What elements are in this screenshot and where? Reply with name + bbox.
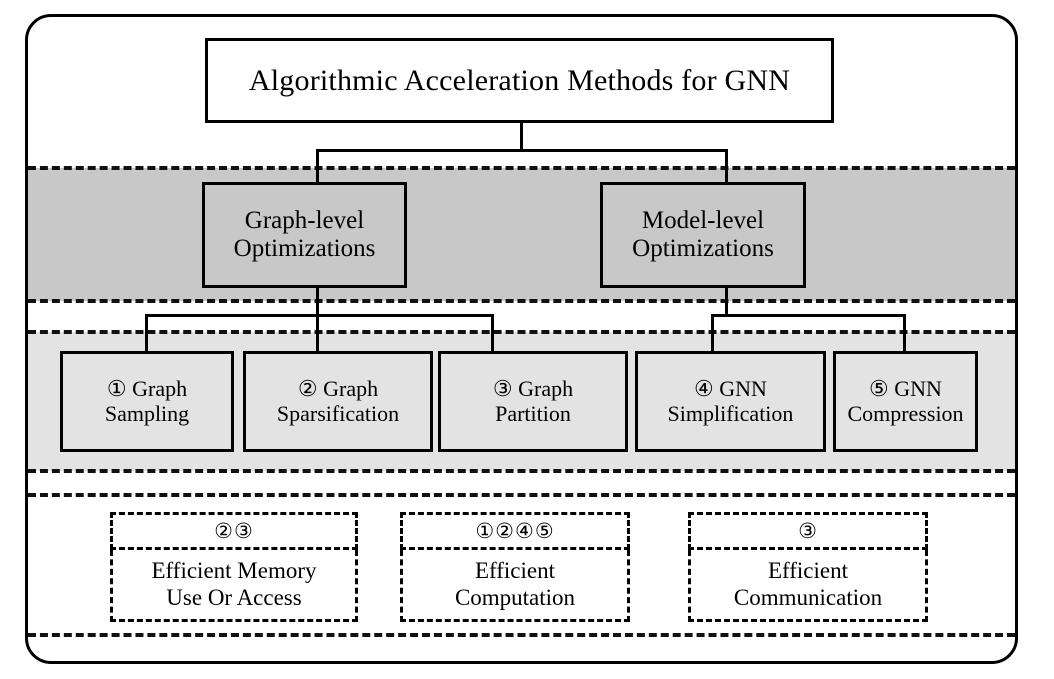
outcome-memory-markers: ②③ [110,512,358,550]
node-graph-sampling[interactable]: ① Graph Sampling [60,351,234,452]
node-gnn-simplification[interactable]: ④ GNN Simplification [635,351,826,452]
connector-modellevel-down [725,287,728,316]
separator-outcomes-bottom [28,633,1015,637]
connector-root-trunk [520,123,523,151]
outcome-efficient-memory-use-or-access[interactable]: ②③ Efficient Memory Use Or Access [110,512,358,622]
node-graph-partition-label: ③ Graph Partition [492,375,574,426]
node-graph-sparsification-label: ② Graph Sparsification [276,375,400,426]
node-gnn-simplification-label: ④ GNN Simplification [667,375,794,426]
separator-level3-top [28,330,1015,334]
connector-level2-left-drop [316,149,319,182]
connector-gnn-simplification-drop [711,314,714,352]
diagram-outer-frame [25,14,1018,664]
node-root-label: Algorithmic Acceleration Methods for GNN [248,63,791,97]
connector-graphlevel-down [316,287,319,316]
connector-level2-bus [316,149,728,152]
connector-graph-sparsification-drop [316,314,319,352]
outcome-memory-label-text: Efficient Memory Use Or Access [151,558,317,610]
node-model-level-optimizations-label: Model-level Optimizations [632,207,774,262]
outcome-communication-label: Efficient Communication [688,550,928,622]
connector-level3-left-bus [145,314,494,317]
node-gnn-compression[interactable]: ⑤ GNN Compression [833,351,978,452]
connector-gnn-compression-drop [903,314,906,352]
node-graph-partition[interactable]: ③ Graph Partition [438,351,628,452]
connector-level2-right-drop [725,149,728,182]
outcome-memory-label: Efficient Memory Use Or Access [110,550,358,622]
outcome-computation-label: Efficient Computation [400,550,630,622]
outcome-communication-markers: ③ [688,512,928,550]
node-gnn-compression-label: ⑤ GNN Compression [847,375,964,426]
outcome-computation-label-text: Efficient Computation [454,558,576,610]
node-model-level-optimizations[interactable]: Model-level Optimizations [600,182,806,288]
outcome-efficient-computation[interactable]: ①②④⑤ Efficient Computation [400,512,630,622]
connector-level3-right-bus [711,314,906,317]
outcome-efficient-communication[interactable]: ③ Efficient Communication [688,512,928,622]
separator-outcomes-top [28,493,1015,497]
band-graph-model-level [28,168,1015,301]
node-root[interactable]: Algorithmic Acceleration Methods for GNN [205,38,834,123]
outcome-computation-markers: ①②④⑤ [400,512,630,550]
separator-top [28,166,1015,170]
separator-level3-bottom [28,469,1015,473]
connector-graph-sampling-drop [145,314,148,352]
node-graph-level-optimizations-label: Graph-level Optimizations [233,207,376,262]
node-graph-level-optimizations[interactable]: Graph-level Optimizations [202,182,407,288]
node-graph-sparsification[interactable]: ② Graph Sparsification [243,351,433,452]
separator-level2-bottom [28,299,1015,303]
node-graph-sampling-label: ① Graph Sampling [104,375,190,426]
outcome-communication-label-text: Efficient Communication [733,558,883,610]
connector-graph-partition-drop [491,314,494,352]
